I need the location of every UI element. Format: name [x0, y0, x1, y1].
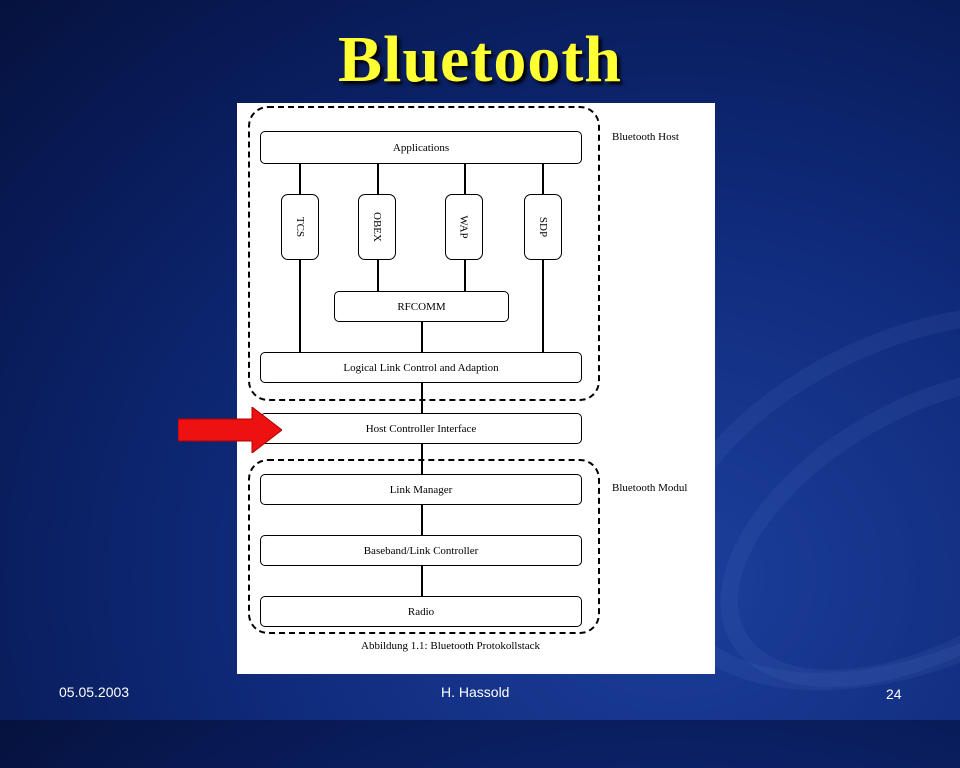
hci-label: Host Controller Interface: [365, 422, 477, 435]
tcs-label: TCS: [294, 216, 306, 238]
rfcomm-label: RFCOMM: [397, 300, 446, 313]
figure-caption: Abbildung 1.1: Bluetooth Protokollstack: [361, 640, 541, 652]
bluetooth-module-group: [248, 459, 600, 634]
sdp-label: SDP: [537, 216, 549, 238]
connector-line: [421, 444, 423, 475]
obex-label: OBEX: [370, 212, 383, 242]
bluetooth-module-label: Bluetooth Modul: [612, 482, 688, 494]
page-number: 24: [886, 686, 902, 702]
connector-line: [421, 505, 423, 536]
connector-line: [421, 566, 423, 597]
rfcomm-box: RFCOMM: [334, 291, 509, 322]
wap-label: WAP: [457, 215, 470, 239]
right-arrow-icon: [178, 407, 282, 453]
bluetooth-host-label: Bluetooth Host: [612, 131, 679, 143]
applications-label: Applications: [392, 141, 450, 154]
baseband-box: Baseband/Link Controller: [260, 535, 582, 566]
sdp-box: SDP: [524, 194, 562, 260]
connector-line: [421, 382, 423, 413]
bluetooth-host-group: [248, 106, 600, 401]
footer-author: H. Hassold: [441, 684, 510, 700]
obex-box: OBEX: [358, 194, 396, 260]
footer-date: 05.05.2003: [59, 684, 130, 700]
l2cap-label: Logical Link Control and Adaption: [343, 361, 499, 374]
link-manager-box: Link Manager: [260, 474, 582, 505]
protocol-stack-figure: Applications TCS OBEX WAP SDP RFCOMM Log…: [237, 103, 715, 674]
hci-box: Host Controller Interface: [260, 413, 582, 444]
slide-title: Bluetooth: [337, 23, 623, 96]
link-manager-label: Link Manager: [389, 483, 453, 496]
l2cap-box: Logical Link Control and Adaption: [260, 352, 582, 383]
connector-line: [421, 321, 423, 353]
baseband-label: Baseband/Link Controller: [363, 544, 479, 557]
radio-box: Radio: [260, 596, 582, 627]
radio-label: Radio: [407, 605, 435, 618]
applications-box: Applications: [260, 131, 582, 164]
wap-box: WAP: [445, 194, 483, 260]
tcs-box: TCS: [281, 194, 319, 260]
